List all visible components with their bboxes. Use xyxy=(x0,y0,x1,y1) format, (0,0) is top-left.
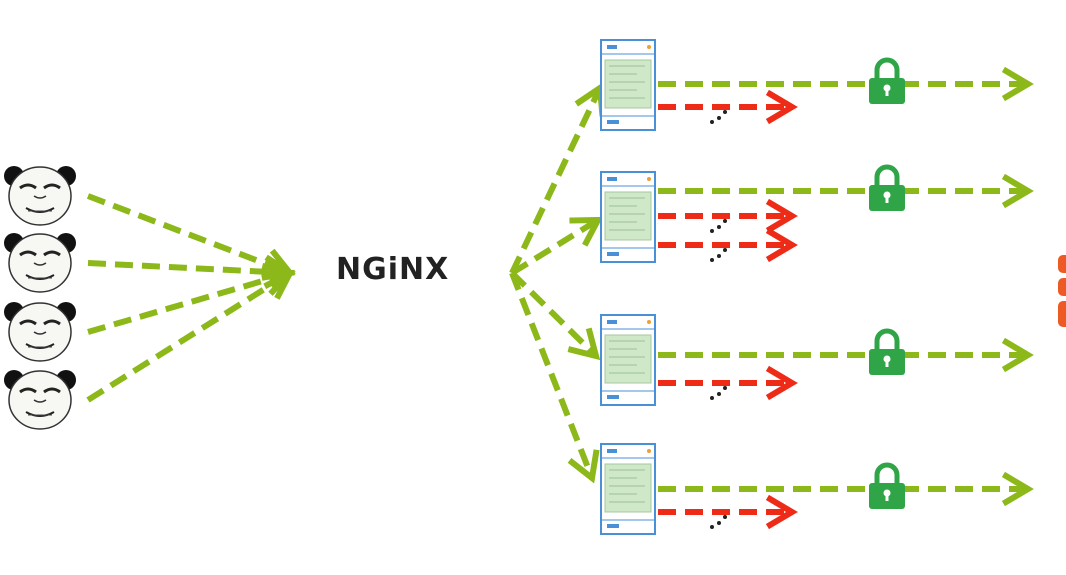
nginx-to-server-arrow xyxy=(509,271,600,484)
server-to-database-arrow xyxy=(658,173,1034,209)
failure-dots xyxy=(710,515,727,529)
failure-dots xyxy=(710,248,727,262)
brand-label: NGiNX xyxy=(336,252,450,287)
arrows-group xyxy=(86,66,1034,530)
nginx-to-server-arrow xyxy=(509,82,606,275)
lock-icon xyxy=(869,57,905,104)
failed-request-arrow xyxy=(658,494,798,530)
lock-icon xyxy=(869,462,905,509)
failed-request-arrow xyxy=(658,198,798,234)
nginx-to-server-arrow xyxy=(510,216,604,276)
failed-request-arrow xyxy=(658,227,798,263)
servers-group xyxy=(600,39,656,535)
server-icon xyxy=(600,171,656,263)
panda-face-icon xyxy=(4,302,76,362)
failure-dots xyxy=(710,110,727,124)
failed-request-arrow xyxy=(658,365,798,401)
locks-group xyxy=(869,57,905,509)
server-icon xyxy=(600,314,656,406)
client-to-nginx-arrow xyxy=(87,263,296,335)
server-to-database-arrow xyxy=(658,337,1034,373)
server-icon xyxy=(600,443,656,535)
server-to-database-arrow xyxy=(658,471,1034,507)
server-icon xyxy=(600,39,656,131)
lock-icon xyxy=(869,164,905,211)
panda-face-icon xyxy=(4,233,76,293)
lock-icon xyxy=(869,328,905,375)
panda-face-icon xyxy=(4,370,76,430)
failure-dots xyxy=(710,219,727,233)
client-to-nginx-arrow xyxy=(86,269,295,403)
panda-face-icon xyxy=(4,166,76,226)
server-to-database-arrow xyxy=(658,66,1034,102)
failed-request-arrow xyxy=(658,89,798,125)
failure-dots xyxy=(710,386,727,400)
database-group xyxy=(1058,255,1066,327)
database-icon xyxy=(1058,255,1066,327)
clients-group xyxy=(4,166,76,430)
nginx-to-server-arrow xyxy=(509,270,601,361)
